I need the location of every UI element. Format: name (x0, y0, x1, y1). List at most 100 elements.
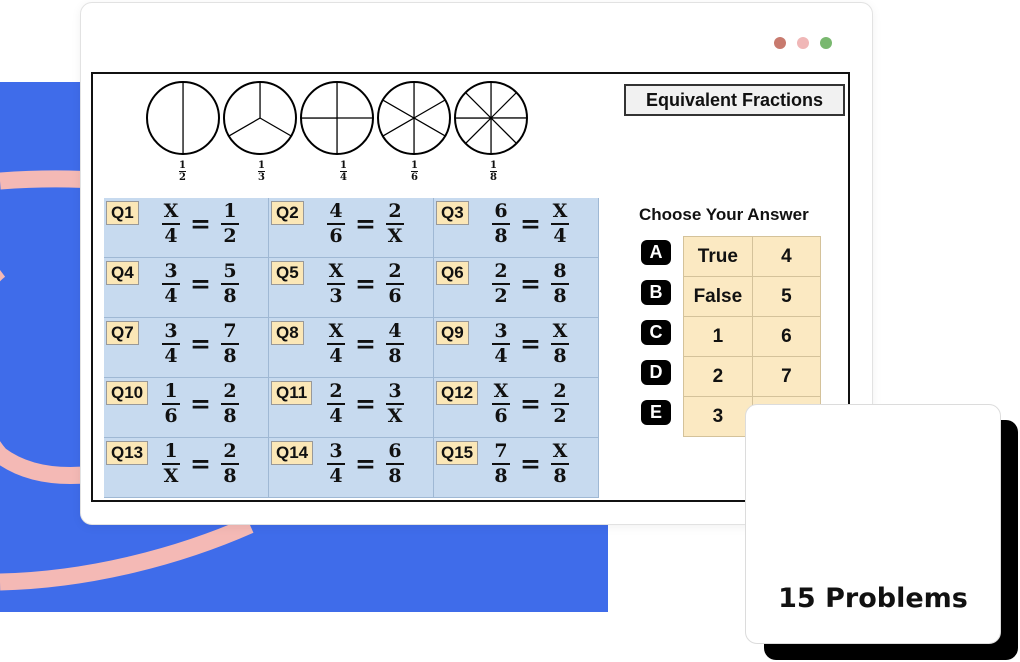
answer-letter-e[interactable]: E (641, 400, 671, 425)
equals-sign: = (520, 449, 541, 478)
answer-letter-d[interactable]: D (641, 360, 671, 385)
equals-sign: = (355, 329, 376, 358)
answer-letter-b[interactable]: B (641, 280, 671, 305)
answer-option[interactable]: 7 (751, 356, 822, 397)
question-label: Q8 (271, 321, 304, 345)
denominator: 8 (223, 285, 237, 307)
answer-option[interactable]: 1 (683, 316, 753, 357)
denominator: 3 (329, 285, 343, 307)
minimize-dot[interactable] (797, 37, 809, 49)
denominator: X (387, 225, 403, 247)
numerator: 7 (494, 440, 508, 462)
numerator: 2 (223, 440, 237, 462)
denominator: 8 (223, 405, 237, 427)
numerator: 3 (388, 380, 402, 402)
denominator: 6 (388, 285, 402, 307)
answer-option[interactable]: 4 (751, 236, 822, 277)
answer-option[interactable]: False (683, 276, 753, 317)
equals-sign: = (190, 209, 211, 238)
numerator: 1 (340, 160, 347, 171)
numerator: X (328, 260, 344, 282)
numerator: 1 (258, 160, 265, 171)
answer-letter-c[interactable]: C (641, 320, 671, 345)
numerator: 3 (164, 260, 178, 282)
numerator: 2 (494, 260, 508, 282)
answer-option[interactable]: 5 (751, 276, 822, 317)
numerator: 2 (329, 380, 343, 402)
fraction-circle (377, 81, 451, 155)
answer-option[interactable]: True (683, 236, 753, 277)
numerator: X (552, 200, 568, 222)
question-label: Q6 (436, 261, 469, 285)
answer-option[interactable]: 6 (751, 316, 822, 357)
equals-sign: = (355, 449, 376, 478)
answer-heading: Choose Your Answer (639, 205, 809, 224)
denominator: 8 (388, 345, 402, 367)
denominator: 6 (494, 405, 508, 427)
fraction-circle (223, 81, 297, 155)
equals-sign: = (190, 449, 211, 478)
answer-letter-a[interactable]: A (641, 240, 671, 265)
close-dot[interactable] (774, 37, 786, 49)
denominator: 2 (553, 405, 567, 427)
denominator: X (163, 465, 179, 487)
slice (146, 81, 184, 155)
numerator: 1 (164, 380, 178, 402)
fraction-circle (300, 81, 374, 155)
answer-option[interactable]: 3 (683, 396, 753, 437)
numerator: 2 (223, 380, 237, 402)
denominator: 4 (329, 465, 343, 487)
numerator: X (552, 320, 568, 342)
denominator: 8 (553, 345, 567, 367)
numerator: X (552, 440, 568, 462)
problem-count-card: 15 Problems (745, 404, 1001, 644)
equals-sign: = (520, 389, 541, 418)
equals-sign: = (520, 329, 541, 358)
numerator: X (493, 380, 509, 402)
question-label: Q5 (271, 261, 304, 285)
numerator: 2 (553, 380, 567, 402)
answer-option[interactable]: 2 (683, 356, 753, 397)
denominator: 8 (553, 285, 567, 307)
numerator: 2 (388, 200, 402, 222)
denominator: 4 (164, 225, 178, 247)
numerator: 8 (553, 260, 567, 282)
question-label: Q7 (106, 321, 139, 345)
question-label: Q12 (436, 381, 479, 405)
question-label: Q4 (106, 261, 139, 285)
numerator: 3 (494, 320, 508, 342)
denominator: 4 (553, 225, 567, 247)
maximize-dot[interactable] (820, 37, 832, 49)
